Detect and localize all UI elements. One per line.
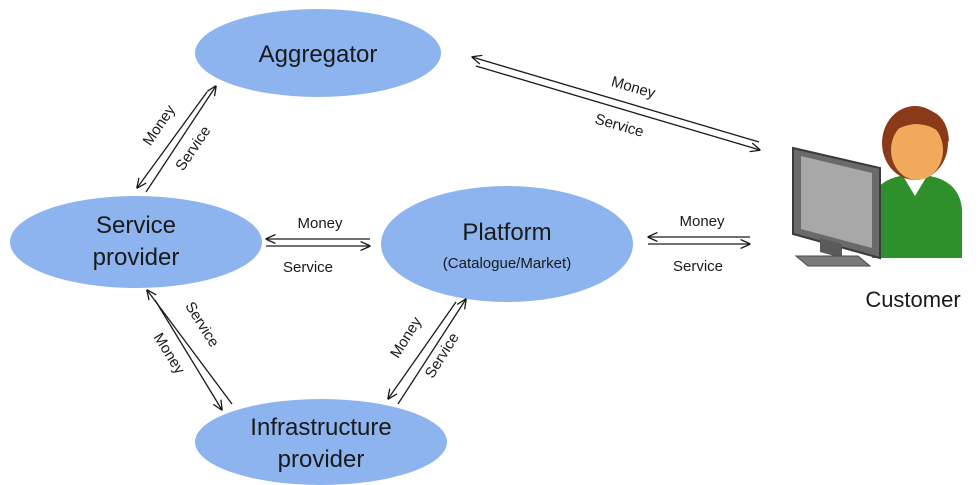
service-arrow-aggregator-service-provider	[145, 86, 216, 193]
infrastructure-provider-label-line2: provider	[278, 446, 365, 473]
edge-platform-infrastructure: Money Service	[387, 299, 466, 405]
infrastructure-provider-ellipse	[195, 399, 447, 485]
service-label-service-provider-platform: Service	[283, 259, 333, 276]
platform-sublabel: (Catalogue/Market)	[443, 255, 571, 272]
service-label-platform-infrastructure: Service	[422, 330, 463, 381]
aggregator-node: Aggregator	[195, 9, 441, 97]
aggregator-ellipse	[195, 9, 441, 97]
money-arrow-service-provider-infrastructure	[154, 299, 222, 410]
edge-aggregator-service-provider: Money Service	[137, 86, 216, 193]
money-label-platform-customer: Money	[679, 213, 725, 230]
customer-at-computer-icon	[792, 106, 962, 267]
service-provider-node: Service provider	[10, 196, 262, 288]
platform-ellipse	[381, 186, 633, 302]
service-label-service-provider-infrastructure: Service	[181, 299, 222, 350]
service-provider-label-line1: Service	[96, 212, 176, 239]
money-label-service-provider-platform: Money	[297, 215, 343, 232]
money-label-aggregator-customer: Money	[609, 73, 657, 102]
edge-aggregator-customer: Money Service	[472, 57, 760, 150]
aggregator-label: Aggregator	[259, 41, 378, 68]
service-label-aggregator-customer: Service	[593, 111, 646, 141]
money-arrow-aggregator-customer	[472, 57, 760, 143]
edge-platform-customer: Money Service	[648, 213, 750, 275]
customer-label: Customer	[865, 287, 960, 312]
platform-label: Platform	[462, 219, 551, 246]
money-arrow-aggregator-service-provider	[137, 91, 208, 188]
money-arrow-platform-infrastructure	[388, 301, 457, 399]
edge-service-provider-infrastructure: Money Service	[147, 290, 233, 410]
edge-service-provider-platform: Money Service	[266, 215, 370, 276]
platform-node: Platform (Catalogue/Market)	[381, 186, 633, 302]
infrastructure-provider-node: Infrastructure provider	[195, 399, 447, 485]
service-arrow-platform-infrastructure	[397, 299, 466, 405]
service-label-platform-customer: Service	[673, 258, 723, 275]
service-arrow-service-provider-infrastructure	[147, 290, 233, 405]
service-provider-label-line2: provider	[93, 244, 180, 271]
service-arrow-aggregator-customer	[475, 65, 760, 150]
money-label-aggregator-service-provider: Money	[140, 102, 180, 149]
service-provider-ellipse	[10, 196, 262, 288]
infrastructure-provider-label-line1: Infrastructure	[250, 414, 391, 441]
